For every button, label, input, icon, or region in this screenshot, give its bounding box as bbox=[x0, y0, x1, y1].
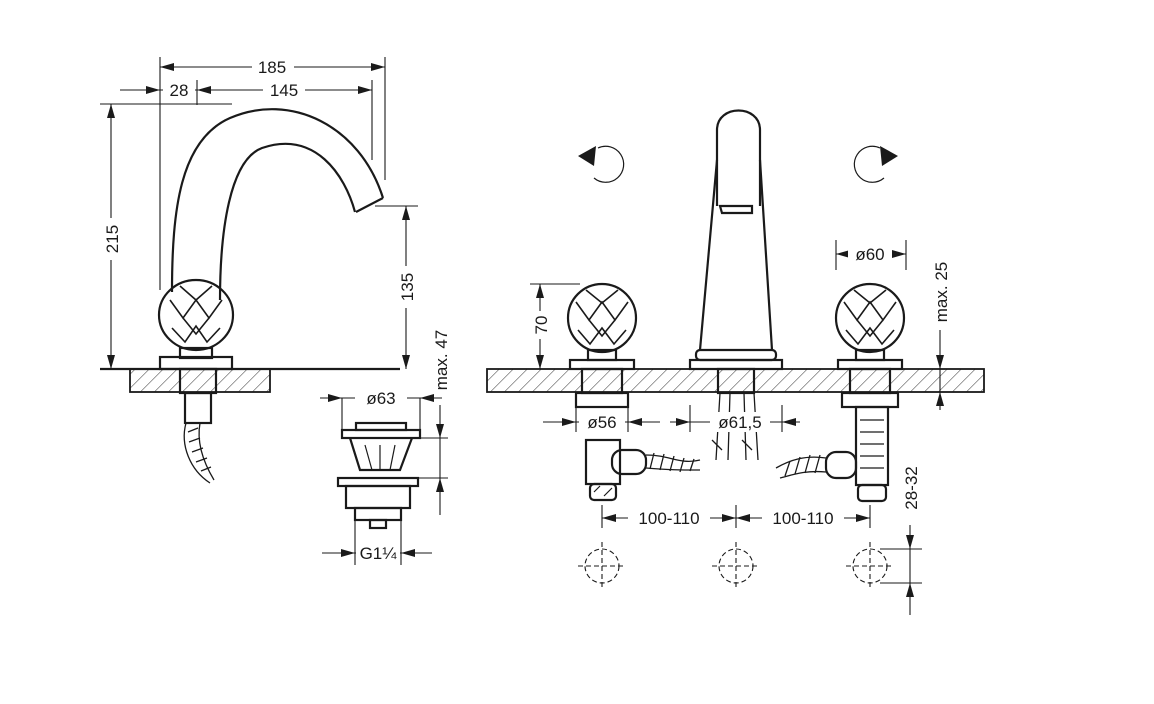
dimension-handle-base-diameter: ø56 bbox=[587, 413, 616, 432]
spout-body bbox=[170, 108, 385, 293]
dimension-spout-reach-total: 185 bbox=[258, 58, 286, 77]
dimension-spout-height: 135 bbox=[398, 273, 417, 301]
dimension-handle-height: 70 bbox=[532, 316, 551, 335]
dimension-deck-max-thickness: max. 25 bbox=[932, 262, 951, 322]
front-view: ø60 max. 25 70 ø56 ø61,5 bbox=[486, 109, 985, 615]
side-view: 185 28 145 215 135 bbox=[100, 56, 418, 484]
dimension-hole-diameter: 28-32 bbox=[902, 466, 921, 509]
handle-right bbox=[834, 282, 906, 409]
countertop-section-left bbox=[129, 368, 271, 393]
dimension-spout-offset: 28 bbox=[170, 81, 189, 100]
dimension-spacing-left: 100-110 bbox=[638, 509, 699, 528]
spout-front bbox=[688, 109, 784, 371]
dimension-total-height: 215 bbox=[103, 225, 122, 253]
handle-left bbox=[566, 282, 638, 409]
handle-side bbox=[157, 278, 235, 371]
rotation-right-icon bbox=[853, 145, 885, 183]
hole-center bbox=[712, 542, 760, 590]
dimension-drain-thread: G1¼ bbox=[360, 544, 398, 563]
dimension-spout-base-diameter: ø61,5 bbox=[718, 413, 761, 432]
hole-left bbox=[578, 542, 626, 590]
drain-view: ø63 max. 47 G1¼ bbox=[320, 330, 451, 565]
countertop-section-right bbox=[486, 368, 985, 393]
dimension-drain-diameter: ø63 bbox=[366, 389, 395, 408]
dimension-drain-max-height: max. 47 bbox=[432, 330, 451, 390]
dimension-spacing-right: 100-110 bbox=[772, 509, 833, 528]
hole-right bbox=[846, 542, 894, 590]
dimension-spout-reach: 145 bbox=[270, 81, 298, 100]
dimension-handle-diameter: ø60 bbox=[855, 245, 884, 264]
rotation-left-icon bbox=[593, 145, 625, 183]
